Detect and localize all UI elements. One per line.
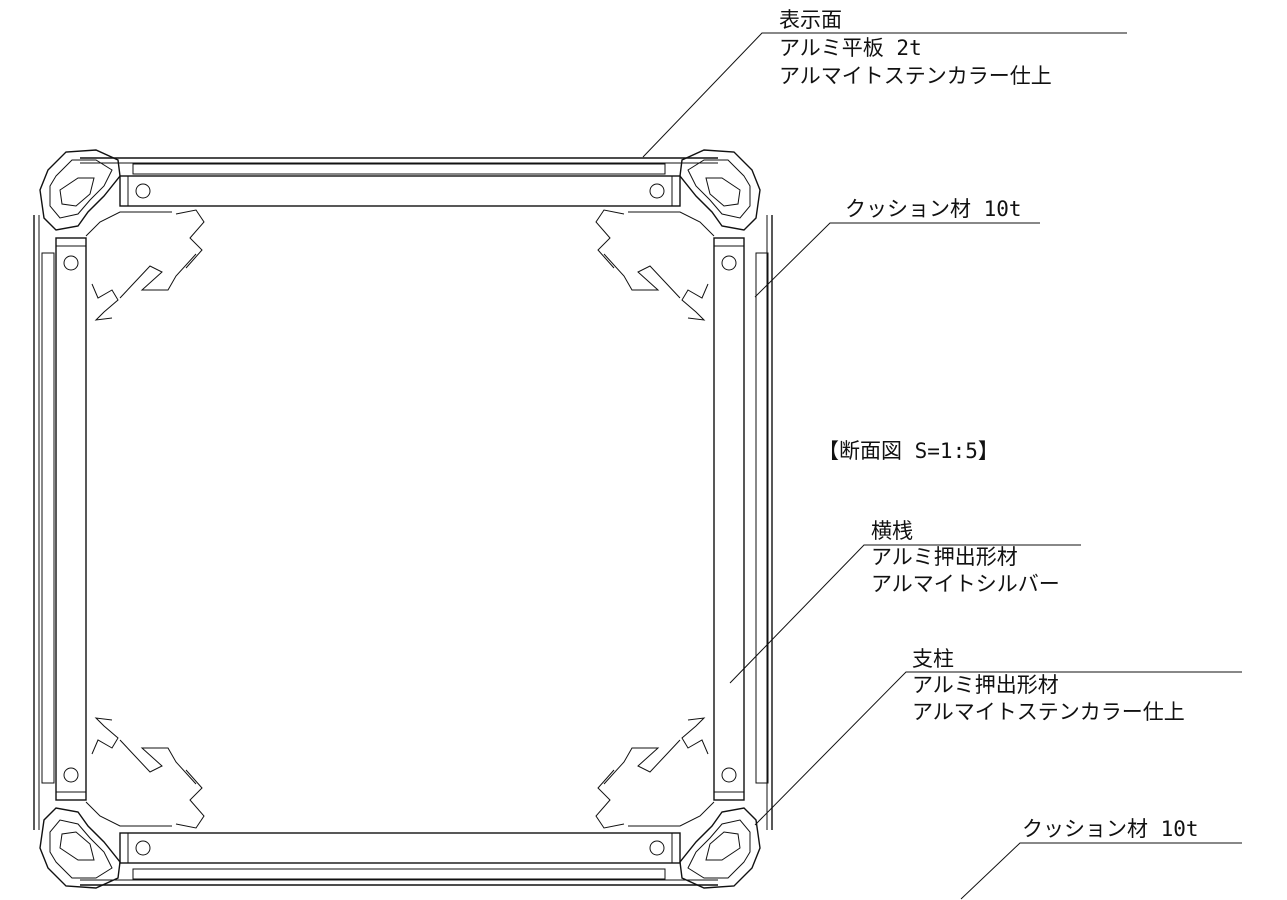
corner-post-bottom-left (39, 717, 205, 889)
scale-title: 【断面図 S=1:5】 (818, 439, 999, 463)
corner-post-top-left (39, 149, 205, 321)
callout-cross-rail: 横桟 アルミ押出形材 アルマイトシルバー (871, 519, 1060, 596)
callout-post: 支柱 アルミ押出形材 アルマイトステンカラー仕上 (912, 647, 1185, 724)
post-title: 支柱 (912, 647, 954, 671)
post-finish: アルマイトステンカラー仕上 (912, 700, 1185, 724)
leader-cross-rail (729, 544, 1081, 684)
corner-post-top-right (595, 149, 761, 321)
post-material: アルミ押出形材 (912, 673, 1059, 697)
cross-rail-material: アルミ押出形材 (871, 545, 1018, 569)
callout-display-face: 表示面 アルミ平板 2t アルマイトステンカラー仕上 (779, 8, 1052, 88)
corner-post-bottom-right (595, 717, 761, 889)
callout-cushion-bottom: クッション材 10t (1022, 817, 1199, 841)
cross-rail-left (55, 237, 87, 801)
cushion-strips (41, 163, 769, 880)
display-face-finish: アルマイトステンカラー仕上 (779, 64, 1052, 88)
leader-lines (642, 32, 1242, 900)
cross-rail-top (119, 175, 681, 207)
display-face-title: 表示面 (779, 8, 842, 32)
cross-rail-title: 横桟 (871, 519, 913, 543)
leader-display-face (642, 32, 1127, 158)
leader-post (754, 671, 1242, 826)
cushion-top-title: クッション材 10t (845, 197, 1022, 221)
callout-cushion-top: クッション材 10t (845, 197, 1022, 221)
display-face-plate (33, 157, 773, 886)
leader-cushion-bottom (960, 842, 1242, 900)
display-face-material: アルミ平板 2t (779, 36, 922, 60)
cushion-bottom-title: クッション材 10t (1022, 817, 1199, 841)
cross-rail-bottom (119, 832, 681, 864)
cross-rail-right (713, 237, 745, 801)
cross-rail-finish: アルマイトシルバー (871, 572, 1060, 596)
frame-section (33, 149, 773, 889)
leader-cushion-top (754, 222, 1040, 298)
